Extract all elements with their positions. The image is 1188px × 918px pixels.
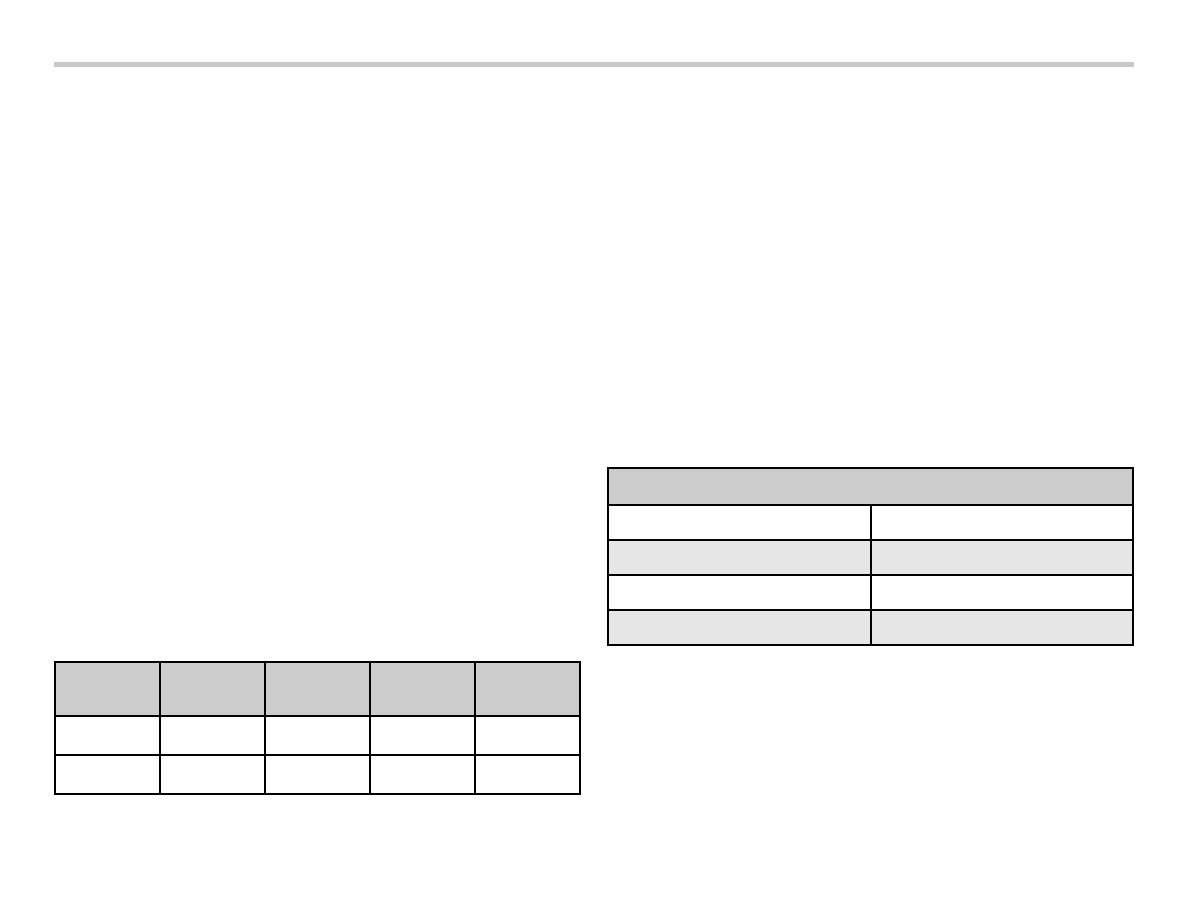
table-row: [607, 504, 1134, 541]
table-header-cell: [474, 661, 581, 717]
table-title-cell: [607, 467, 1134, 506]
table-cell: [369, 715, 476, 756]
table-cell: [474, 754, 581, 795]
table-header-cell: [264, 661, 371, 717]
table-title-row: [607, 467, 1134, 506]
table-header-cell: [54, 661, 161, 717]
table-header-cell: [369, 661, 476, 717]
left-data-table: [54, 661, 581, 795]
table-cell: [159, 715, 266, 756]
table-cell: [869, 539, 1134, 576]
table-cell: [607, 504, 872, 541]
table-header-row: [54, 661, 581, 717]
table-cell: [607, 609, 872, 646]
table-cell: [869, 609, 1134, 646]
table-row: [54, 715, 581, 756]
table-row: [607, 574, 1134, 611]
right-data-table: [607, 467, 1134, 646]
table-cell: [159, 754, 266, 795]
table-row: [607, 609, 1134, 646]
header-rule: [54, 62, 1134, 67]
table-cell: [869, 504, 1134, 541]
table-cell: [869, 574, 1134, 611]
table-cell: [607, 539, 872, 576]
table-cell: [54, 715, 161, 756]
table-cell: [369, 754, 476, 795]
table-row: [607, 539, 1134, 576]
table-cell: [54, 754, 161, 795]
table-row: [54, 754, 581, 795]
table-cell: [474, 715, 581, 756]
table-header-cell: [159, 661, 266, 717]
table-cell: [264, 754, 371, 795]
table-cell: [264, 715, 371, 756]
table-cell: [607, 574, 872, 611]
